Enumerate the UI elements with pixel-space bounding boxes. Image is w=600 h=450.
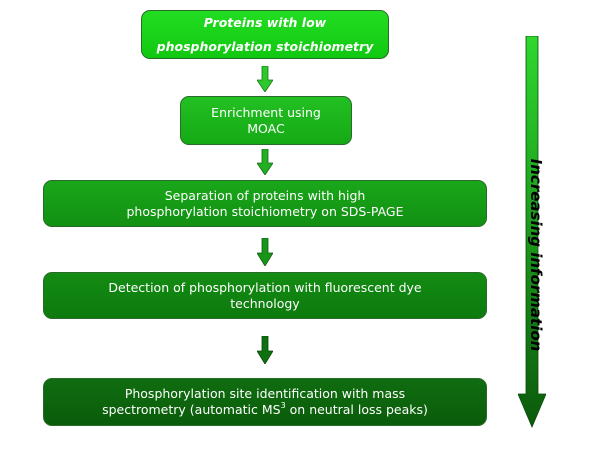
step-5-line-1: Phosphorylation site identification with… [124,386,406,401]
step-1-line-1: Proteins with low [203,14,327,30]
step-5-line-2-post: on neutral loss peaks) [285,402,428,417]
step-4-line-1: Detection of phosphorylation with fluore… [108,279,422,295]
down-arrow-3 [257,238,273,266]
step-1-line-2: phosphorylation stoichiometry [156,38,374,54]
step-3-line-2: phosphorylation stoichiometry on SDS-PAG… [126,203,404,219]
increasing-information-label: Increasing information [527,158,545,352]
step-3-line-1: Separation of proteins with high [164,187,366,203]
ms-superscript: 3 [280,400,286,410]
step-mass-spec-identification: Phosphorylation site identification with… [43,378,487,426]
step-moac-enrichment: Enrichment using MOAC [180,96,352,145]
down-arrow-4 [257,336,273,364]
step-fluorescent-detection: Detection of phosphorylation with fluore… [43,272,487,319]
step-5-line-2: spectrometry (automatic MS3 on neutral l… [102,400,428,418]
down-arrow-2 [257,149,273,175]
step-2-line-1: Enrichment using [211,104,321,120]
step-low-stoichiometry-proteins: Proteins with low phosphorylation stoich… [141,10,389,59]
down-arrow-1 [257,66,273,92]
step-5-line-2-pre: spectrometry (automatic MS [102,402,281,417]
step-4-line-2: technology [230,295,300,311]
step-sds-page-separation: Separation of proteins with high phospho… [43,180,487,227]
increasing-information-arrow [518,36,546,428]
step-2-line-2: MOAC [247,120,285,136]
